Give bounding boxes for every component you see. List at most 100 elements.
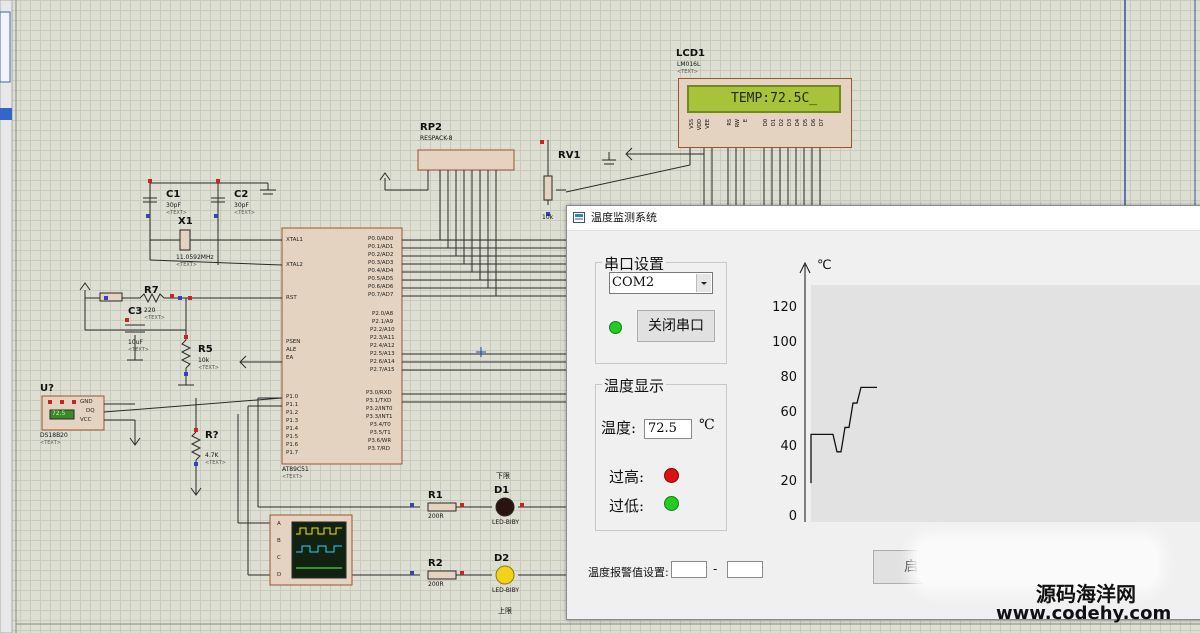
alarm-low-input[interactable] [671,561,707,578]
watermark-title: 源码海洋网 [1036,582,1136,606]
mcu-pin: P1.2 [286,410,299,416]
mcu-pin: RST [286,295,297,301]
sensor-text-tag: <TEXT> [40,440,61,446]
window-title: 温度监测系统 [591,211,657,224]
temperature-chart-area [811,285,1200,522]
c2-value: 30pF [234,202,249,209]
sensor-ref: U? [40,383,54,394]
lcd-pin: D1 [771,119,777,127]
chart-y-tick-label: 0 [788,509,797,524]
alarm-high-input[interactable] [727,561,763,578]
lcd-pin: RS [727,119,733,126]
temp-value-field[interactable]: 72.5 [644,419,692,439]
c1-text-tag: <TEXT> [166,210,187,216]
chart-y-tick-label: 80 [780,369,797,385]
lcd-pin: D7 [819,119,825,127]
chevron-down-icon[interactable] [696,274,711,292]
mcu-pin: PSEN [286,339,301,345]
x1-ref: X1 [178,216,193,227]
mcu-pin: P0.5/AD5 [368,276,394,282]
r5-text-tag: <TEXT> [198,365,219,371]
mcu-pin: P3.2/INT0 [366,406,393,412]
mcu-pin: P1.0 [286,394,299,400]
lcd-pin: D6 [811,119,817,127]
lcd-pin: D2 [779,119,785,127]
close-port-button[interactable]: 关闭串口 [637,310,715,342]
scope-channel: B [277,538,281,544]
rp2-ref: RP2 [420,122,442,133]
chart-y-tick-label: 100 [772,334,797,350]
mcu-pin: P0.4/AD4 [368,268,394,274]
d1-part: LED-BIBY [492,519,520,526]
mcu-pin: P0.0/AD0 [368,236,394,242]
mcu-pin: XTAL1 [286,237,303,243]
mcu-pin: P1.3 [286,418,299,424]
chart-series-line [810,386,877,484]
r7-value: 220 [144,307,156,314]
lcd-pin: VEE [705,119,711,129]
chart-y-axis-arrow [799,261,811,274]
mcu-pin: P2.3/A11 [370,335,395,341]
lcd-part: LM016L [677,61,701,68]
serial-group-label: 串口设置 [602,253,667,274]
lcd-pin: D3 [787,119,793,127]
x1-value: 11.0592MHz [176,254,214,261]
lcd-text-tag: <TEXT> [677,69,698,75]
low-alarm-led [664,496,679,511]
sensor-pin-dq: DQ [86,408,95,414]
lcd-pin: D0 [763,119,769,127]
mcu-pin: P3.5/T1 [370,430,391,436]
r1-ref: R1 [428,490,443,501]
mcu-pin: P0.2/AD2 [368,252,394,258]
rv1-ref: RV1 [558,150,581,161]
com-port-value: COM2 [612,275,655,290]
d2-ref: D2 [494,553,510,564]
mcu-pin: P1.6 [286,442,299,448]
watermark-url: www.codehy.com [996,603,1172,624]
r-pullup-text-tag: <TEXT> [205,460,226,466]
mcu-pin: P2.0/A8 [372,311,394,317]
c3-ref: C3 [128,306,143,317]
mcu-pin: P3.4/T0 [370,422,391,428]
window-titlebar[interactable]: 温度监测系统 [567,206,1200,231]
mcu-pin: P2.5/A13 [370,351,395,357]
mcu-pin: P0.6/AD6 [368,284,394,290]
lcd-module[interactable]: TEMP:72.5C_ VSS VDD VEE RS RW E D0 D1 D2… [678,78,852,148]
alarm-dash: - [713,562,718,576]
d1-label: 下限 [496,472,510,480]
scope-channel: A [277,521,281,527]
c1-value: 30pF [166,202,181,209]
temp-unit: ℃ [699,417,715,433]
lcd-pin: RW [735,119,741,128]
sensor-part: DS18B20 [40,432,68,439]
r5-ref: R5 [198,344,213,355]
x1-text-tag: <TEXT> [176,262,197,268]
app-icon [573,212,585,223]
lcd-ref: LCD1 [676,48,705,59]
temp-label: 温度: [601,419,637,437]
chart-y-tick-label: 120 [772,300,797,315]
temperature-monitor-window[interactable]: 温度监测系统 串口设置 COM2 关闭串口 温度显示 温度: 72.5 ℃ 过高… [566,205,1200,620]
mcu-pin: P3.1/TXD [366,398,392,404]
lcd-pin: D5 [803,119,809,127]
c1-ref: C1 [166,189,181,200]
chart-y-tick-label: 40 [780,439,797,455]
high-label: 过高: [609,468,645,486]
mcu-pin: XTAL2 [286,262,303,268]
mcu-pin: EA [286,355,294,361]
high-alarm-led [664,468,679,483]
blurred-overlay [917,540,1157,586]
serial-settings-group: 串口设置 [595,253,727,364]
mcu-pin: P1.5 [286,434,299,440]
r-pullup-value: 4.7K [205,452,219,459]
mcu-pin: P1.1 [286,402,299,408]
rv1-value: 10k [542,214,554,221]
lcd-pin: E [743,119,749,123]
c3-value: 10uF [128,339,143,346]
mcu-pin: P2.2/A10 [370,327,395,333]
com-port-select[interactable]: COM2 [609,272,713,294]
lcd-pin: VDD [697,119,703,131]
r2-ref: R2 [428,558,443,569]
temperature-display-group: 温度显示 [595,375,727,531]
